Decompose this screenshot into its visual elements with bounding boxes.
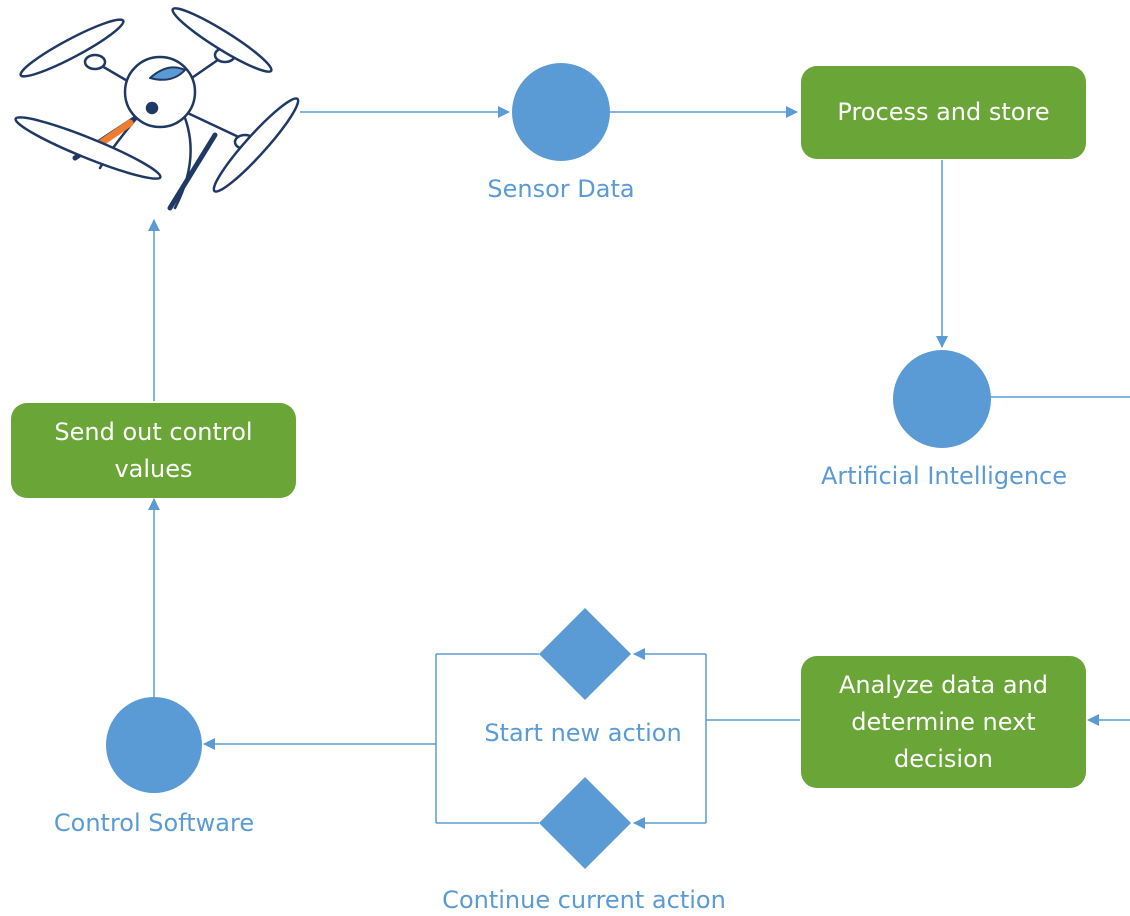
ai-node — [893, 350, 991, 448]
send-control-values-box: Send out control values — [11, 403, 296, 498]
process-and-store-label: Process and store — [837, 98, 1050, 126]
connectors — [148, 106, 1130, 829]
start-new-action-label: Start new action — [484, 719, 682, 747]
ai-label: Artificial Intelligence — [821, 462, 1067, 490]
sensor-data-node — [512, 63, 610, 161]
process-and-store-box: Process and store — [801, 66, 1086, 159]
sensor-data-label: Sensor Data — [487, 175, 635, 203]
control-software-node — [106, 697, 202, 793]
control-software-label: Control Software — [53, 809, 255, 837]
start-new-decision — [539, 608, 631, 700]
analyze-data-label: Analyze data and determine next decision — [838, 670, 1049, 773]
send-control-values-label: Send out control values — [54, 417, 253, 483]
continue-current-action-label: Continue current action — [442, 886, 726, 914]
analyze-data-box: Analyze data and determine next decision — [801, 656, 1086, 788]
quadcopter-drone-icon — [14, 7, 300, 211]
continue-decision — [539, 777, 631, 869]
